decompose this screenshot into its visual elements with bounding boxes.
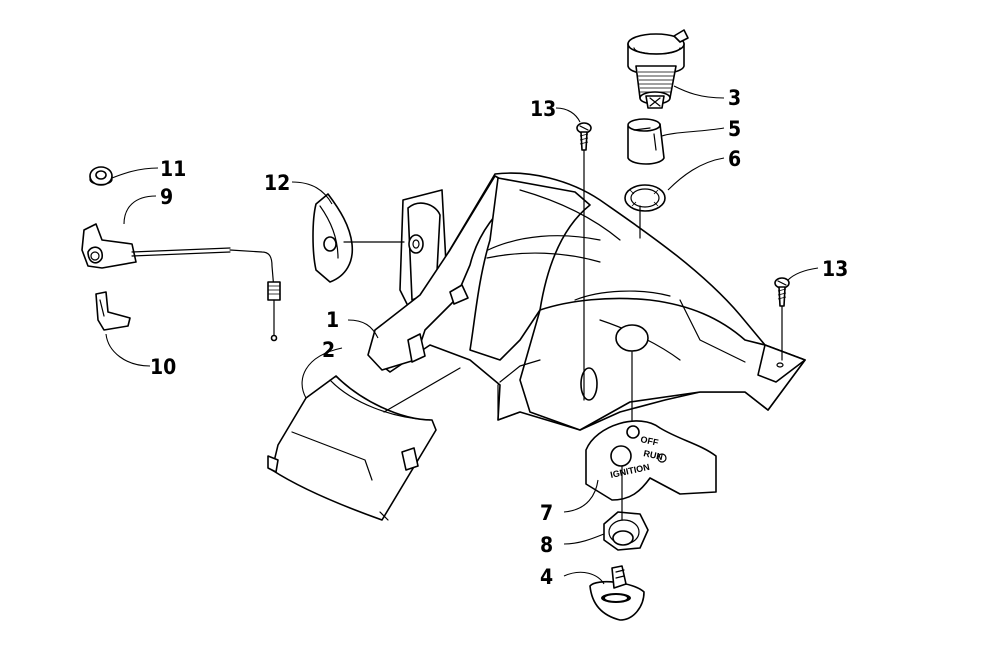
hex-nut-part [603,511,649,551]
callout-1: 1 [326,308,339,332]
grommet-part [89,166,113,186]
callout-7: 7 [540,501,553,525]
console-cover-part [367,172,806,431]
retainer-ring-part [627,118,665,165]
callout-9: 9 [160,185,173,209]
ignition-switch-part [627,29,689,109]
callout-13-top: 13 [530,97,556,121]
callout-10: 10 [150,355,176,379]
choke-cable-part [81,223,281,342]
plate-off-label: OFF [640,434,660,448]
callout-8: 8 [540,533,553,557]
boot-part [312,193,354,283]
callout-2: 2 [322,338,335,362]
leader-lines [105,85,819,585]
callout-labels: 1 2 3 4 5 6 7 8 9 10 11 12 13 13 [150,86,848,589]
plate-run-label: RUN [643,448,664,462]
callout-6: 6 [728,147,741,171]
callout-13-right: 13 [822,257,848,281]
lever-part [95,291,131,331]
lower-panel-part [267,367,461,521]
screw-part-right [774,277,790,307]
callout-5: 5 [728,117,741,141]
callout-4: 4 [540,565,553,589]
assembly-lines [343,149,783,521]
screw-part-left [576,122,592,151]
ignition-key-part [589,565,645,621]
callout-3: 3 [728,86,741,110]
ignition-plate-part: OFF RUN IGNITION [585,420,717,501]
callout-11: 11 [160,157,186,181]
callout-12: 12 [264,171,290,195]
washer-part [624,184,666,212]
